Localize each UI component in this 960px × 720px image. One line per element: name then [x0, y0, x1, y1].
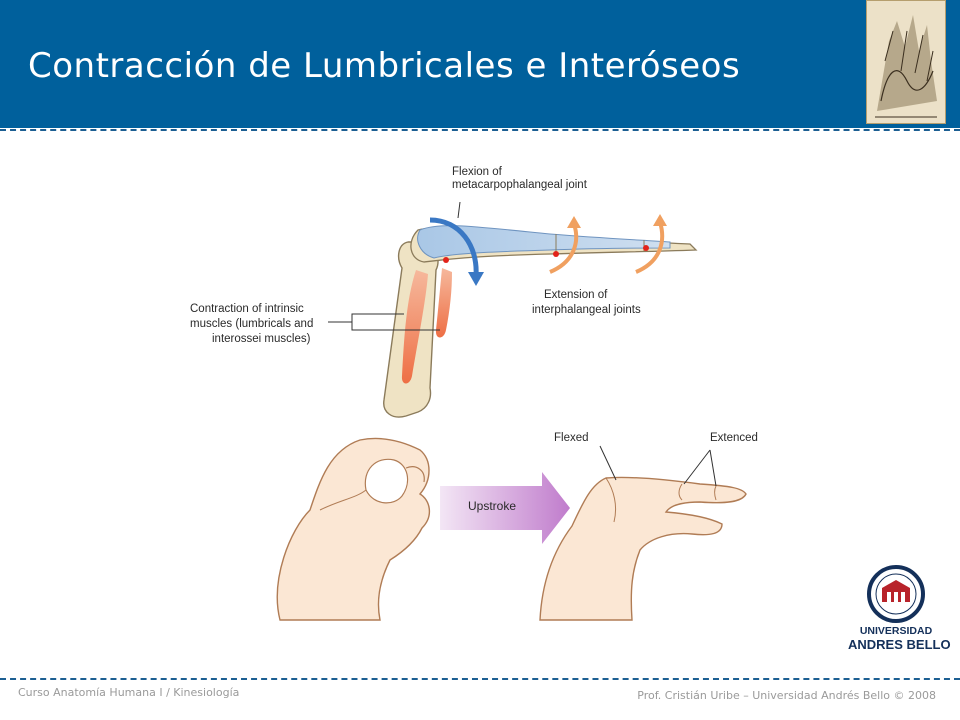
university-seal-icon — [867, 565, 925, 623]
extension-arrows — [549, 214, 667, 274]
slide-header: Contracción de Lumbricales e Interóseos — [0, 0, 960, 128]
slide-title: Contracción de Lumbricales e Interóseos — [28, 46, 741, 86]
upstroke-label: Upstroke — [468, 499, 517, 513]
flexion-label-line2: metacarpophalangeal joint — [452, 179, 587, 191]
logo-text-line1: UNIVERSIDAD — [859, 625, 933, 637]
footer-course: Curso Anatomía Humana I / Kinesiología — [18, 686, 240, 699]
intrinsic-label-line3: interossei muscles) — [212, 333, 311, 345]
header-divider — [0, 129, 960, 131]
intrinsic-leader-line — [328, 313, 440, 331]
extended-label: Extenced — [710, 432, 758, 444]
extension-label-line2: interphalangeal joints — [532, 304, 641, 316]
footer-credit: Prof. Cristián Uribe – Universidad André… — [637, 689, 936, 702]
mcp-joint-dot — [443, 257, 449, 263]
phalanges — [410, 225, 698, 263]
flexed-label: Flexed — [554, 432, 589, 444]
finger-mechanics-figure: Flexion of metacarpophalangeal joint Con… — [170, 150, 790, 630]
finger-illustration — [276, 201, 747, 621]
extension-label-line1: Extension of — [544, 289, 608, 301]
extended-fingers-hand — [539, 445, 747, 621]
footer-divider — [0, 678, 960, 680]
lumbrical-muscle — [401, 270, 428, 384]
pip-joint-dot — [553, 251, 559, 257]
flexion-label-line1: Flexion of — [452, 166, 502, 178]
upstroke-arrow — [440, 472, 570, 544]
pinching-hand — [276, 437, 430, 621]
interosseous-muscle — [435, 268, 452, 338]
logo-text-line2: ANDRES BELLO — [848, 637, 951, 652]
anatomy-engraving-image — [866, 0, 946, 124]
university-logo — [848, 562, 944, 658]
anatomy-engraving-drawing — [867, 1, 945, 123]
dip-joint-dot — [643, 245, 649, 251]
intrinsic-label-line2: muscles (lumbricals and — [190, 318, 314, 330]
intrinsic-label-line1: Contraction of intrinsic — [190, 303, 304, 315]
flexion-arrow — [429, 201, 484, 286]
